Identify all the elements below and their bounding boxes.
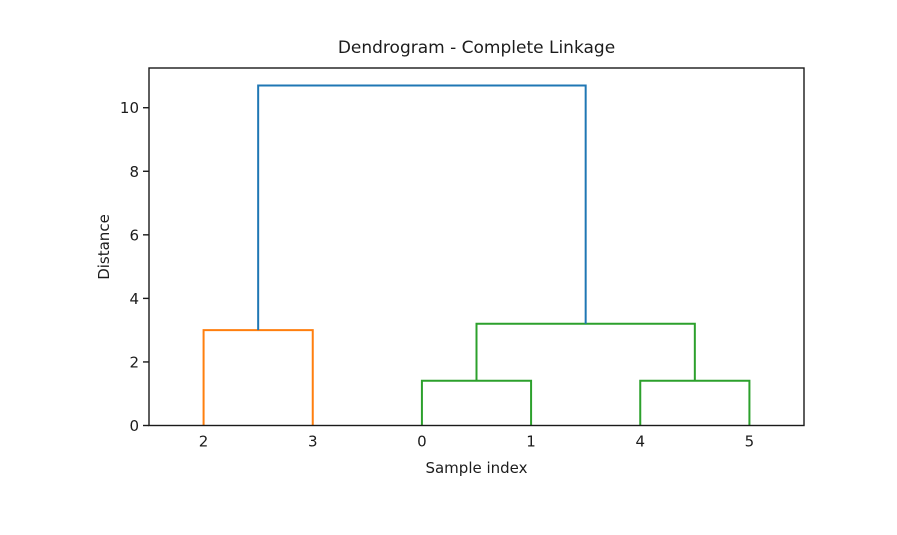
chart-title: Dendrogram - Complete Linkage <box>337 38 616 58</box>
dendrogram-link-green-3 <box>475 322 696 381</box>
y-tick-label: 2 <box>129 353 139 371</box>
dendrogram-link-green-2 <box>639 379 751 426</box>
y-tick-label: 8 <box>129 163 139 181</box>
dendrogram-link-green-1 <box>420 379 533 426</box>
dendrogram-link-orange-0 <box>202 329 314 426</box>
x-axis-label: Sample index <box>425 459 528 477</box>
x-tick-label-leaf-2: 2 <box>199 433 209 451</box>
axes-border <box>148 67 805 427</box>
y-tick-label: 4 <box>129 290 139 308</box>
y-tick-label: 6 <box>129 226 139 244</box>
x-tick-label-leaf-4: 4 <box>635 433 645 451</box>
y-tick-label: 10 <box>120 99 139 117</box>
x-tick-label-leaf-0: 0 <box>417 433 427 451</box>
x-tick-label-leaf-1: 1 <box>526 433 536 451</box>
x-tick-label-leaf-5: 5 <box>745 433 755 451</box>
y-tick-label: 0 <box>129 417 139 435</box>
dendrogram-link-root-4 <box>257 84 587 331</box>
x-tick-label-leaf-3: 3 <box>308 433 318 451</box>
